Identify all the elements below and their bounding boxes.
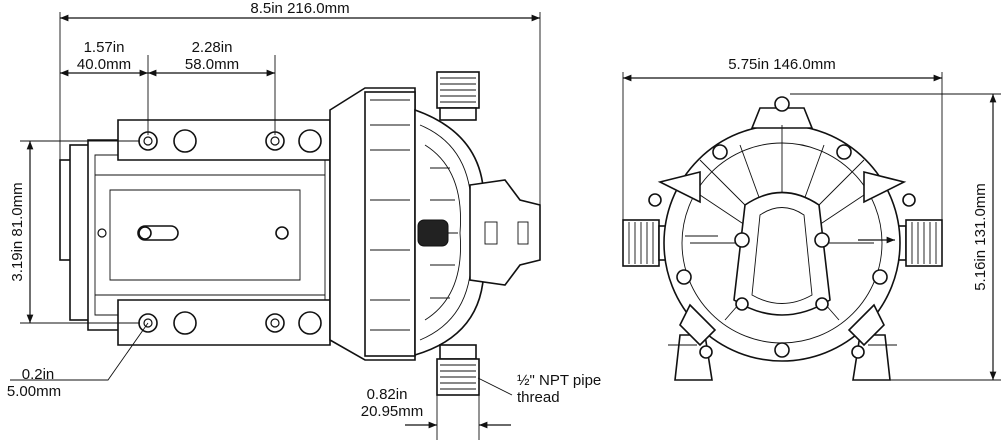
mount-offset-in-label: 1.57in <box>84 39 125 56</box>
port-length-in-label: 0.82in <box>367 386 408 403</box>
pump-head <box>329 71 541 396</box>
overall-length-label: 8.5in 216.0mm <box>250 0 349 17</box>
mount-spacing-mm-label: 58.0mm <box>185 56 239 73</box>
front-screws <box>648 96 916 359</box>
pipe-thread-label-line2: thread <box>517 389 560 406</box>
mount-height-label: 3.19in 81.0mm <box>9 182 26 281</box>
hole-dia-in-label: 0.2in <box>22 366 55 383</box>
mount-offset-mm-label: 40.0mm <box>77 56 131 73</box>
inlet-port <box>436 344 480 396</box>
side-view: 8.5in 216.0mm 1.57in 40.0mm 2.28in 58.0m… <box>7 0 601 440</box>
pipe-thread-label-line1: ½" NPT pipe <box>517 372 601 389</box>
front-view: 5.75in 146.0mm 5.16in 131.0mm <box>622 56 1001 381</box>
port-length-mm-label: 20.95mm <box>361 403 424 420</box>
head-height-label: 5.16in 131.0mm <box>972 183 989 291</box>
outlet-port <box>436 71 480 121</box>
hole-dia-mm-label: 5.00mm <box>7 383 61 400</box>
mount-spacing-in-label: 2.28in <box>192 39 233 56</box>
motor-body <box>59 119 351 346</box>
head-width-label: 5.75in 146.0mm <box>728 56 836 73</box>
